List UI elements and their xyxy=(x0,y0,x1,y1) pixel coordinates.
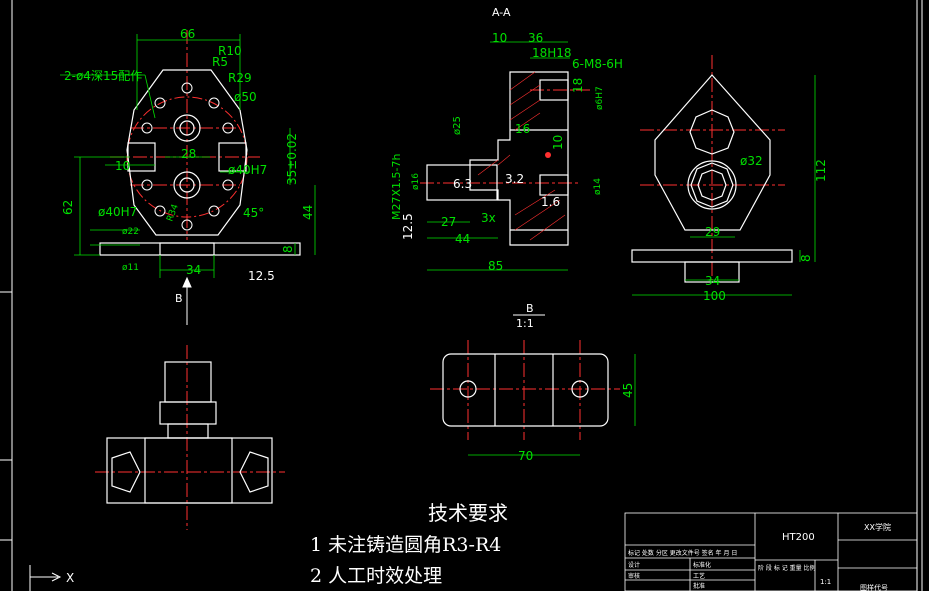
dim-66: 66 xyxy=(180,27,195,41)
tb-design: 设计 xyxy=(628,561,640,569)
dim-10b: 10 xyxy=(551,135,565,150)
dim-r5: R5 xyxy=(212,55,228,69)
tb-drawing-name: 图样代号 xyxy=(860,583,888,591)
dim-44: 44 xyxy=(301,205,315,220)
rough-6-3: 6.3 xyxy=(453,177,472,191)
dim-27: 27 xyxy=(441,215,456,229)
rough-12-5b: 12.5 xyxy=(401,213,415,240)
dim-phi11: ø11 xyxy=(122,263,139,273)
dim-62: 62 xyxy=(61,200,75,215)
dim-holes: 2-ø4深15配作 xyxy=(64,69,142,83)
dim-45deg: 45° xyxy=(243,206,264,220)
dim-m27: M27X1.5-7h xyxy=(390,154,403,220)
section-a-a-view: A-A xyxy=(420,6,590,271)
tb-stage: 阶 段 标 记 重量 比例 xyxy=(758,564,816,572)
dim-thread6: 6-M8-6H xyxy=(572,57,623,71)
ucs-axis-icon xyxy=(29,565,62,591)
dim-phi6h7: ø6H7 xyxy=(595,86,605,110)
dim-85: 85 xyxy=(488,259,503,273)
view-b-scale: 1:1 xyxy=(516,317,534,330)
dim-phi40h7a: ø40H7 xyxy=(228,163,267,177)
top-view xyxy=(95,345,285,530)
tb-standard: 标准化 xyxy=(693,561,711,569)
tech-requirements-title: 技术要求 xyxy=(428,501,508,525)
dim-35: 35±0.02 xyxy=(285,133,299,185)
dim-16: 16 xyxy=(515,122,530,136)
dim-10: 10 xyxy=(115,159,130,173)
dim-3x: 3x xyxy=(481,211,496,225)
section-dim-labels: 10 36 18H18 6-M8-6H 18 ø6H7 ø25 16 10 M2… xyxy=(390,31,623,273)
material-label: HT200 xyxy=(782,532,815,543)
dim-phi16: ø16 xyxy=(411,173,421,190)
tech-requirement-1: 1 未注铸造圆角R3-R4 xyxy=(310,534,502,556)
dim-phi50: ø50 xyxy=(234,90,257,104)
school-name: XX学院 xyxy=(864,522,891,532)
title-header-row: 标记 处数 分区 更改文件号 签名 年 月 日 xyxy=(628,549,737,557)
dim-phi40h7b: ø40H7 xyxy=(98,205,137,219)
front-dim-labels: 66 R10 R5 R29 ø50 2-ø4深15配作 28 10 ø40H7 … xyxy=(61,27,315,283)
view-b-title: B xyxy=(526,302,534,315)
dim-phi14: ø14 xyxy=(593,178,603,195)
dim-112: 112 xyxy=(814,159,828,182)
rough-12-5: 12.5 xyxy=(248,269,275,283)
dim-100: 100 xyxy=(703,289,726,303)
dim-8s: 8 xyxy=(799,254,813,262)
tb-process: 工艺 xyxy=(693,572,705,580)
dim-10: 10 xyxy=(492,31,507,45)
dim-r10: R10 xyxy=(218,44,242,58)
dim-phi32: ø32 xyxy=(740,154,763,168)
tb-approve: 批准 xyxy=(693,582,705,590)
side-dim-labels: ø32 112 29 34 100 8 xyxy=(703,154,828,303)
section-label: A-A xyxy=(492,6,511,19)
axis-x-label: X xyxy=(66,571,74,585)
dim-18h18: 18H18 xyxy=(532,46,572,60)
dim-44s: 44 xyxy=(455,232,470,246)
dim-phi22: ø22 xyxy=(122,227,139,237)
side-view xyxy=(631,55,816,296)
front-view xyxy=(60,30,316,278)
dim-r34: R34 xyxy=(165,203,181,223)
dim-29: 29 xyxy=(705,225,720,239)
view-b-arrow: B xyxy=(175,276,192,325)
dim-phi25: ø25 xyxy=(452,116,463,135)
dim-18: 18 xyxy=(571,78,585,93)
rough-3-2: 3.2 xyxy=(505,172,524,186)
tech-requirement-2: 2 人工时效处理 xyxy=(310,565,443,587)
dim-45b: 45 xyxy=(621,383,635,398)
title-block-text: HT200 XX学院 标记 处数 分区 更改文件号 签名 年 月 日 设计 标准… xyxy=(628,522,891,591)
dim-r29: R29 xyxy=(228,71,252,85)
title-block xyxy=(624,512,918,591)
view-b: B 1:1 45 70 xyxy=(430,302,636,463)
tb-check: 审核 xyxy=(628,572,640,580)
dim-28: 28 xyxy=(181,147,196,161)
view-b-arrow-label: B xyxy=(175,292,183,305)
tb-scale: 1:1 xyxy=(820,578,831,586)
dim-36: 36 xyxy=(528,31,543,45)
dim-34s: 34 xyxy=(705,274,720,288)
dim-34: 34 xyxy=(186,263,201,277)
dim-70: 70 xyxy=(518,449,533,463)
rough-1-6: 1.6 xyxy=(541,195,560,209)
dim-8: 8 xyxy=(281,245,295,253)
